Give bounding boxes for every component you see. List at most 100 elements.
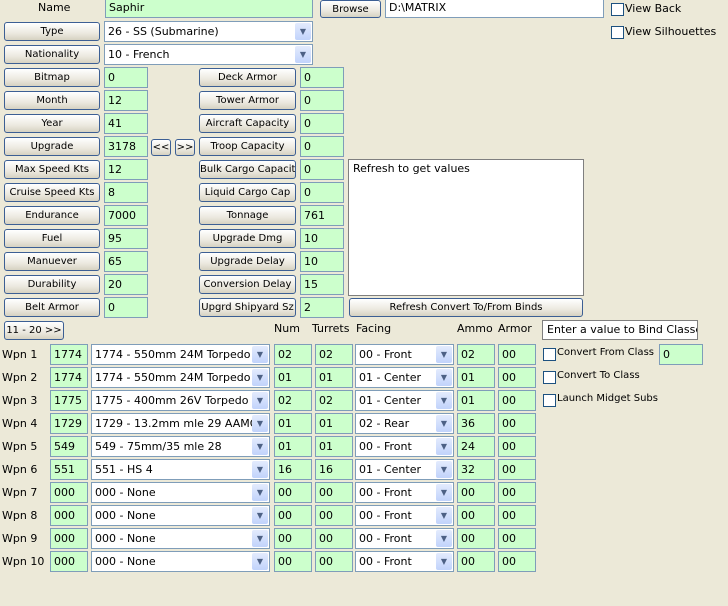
chevron-down-icon[interactable]: ▼ [252, 507, 268, 524]
weapon-code-field[interactable]: 1774 [50, 344, 88, 365]
chevron-down-icon[interactable]: ▼ [436, 392, 452, 409]
stat-field[interactable]: 15 [300, 274, 344, 295]
chevron-down-icon[interactable]: ▼ [252, 392, 268, 409]
convert-from-field[interactable]: 0 [659, 344, 703, 365]
view-back-checkbox[interactable] [611, 3, 624, 16]
weapon-armor-field[interactable]: 00 [498, 367, 536, 388]
weapon-select[interactable]: 000 - None▼ [91, 551, 270, 572]
stat-field[interactable]: 3178 [104, 136, 148, 157]
weapon-select[interactable]: 1729 - 13.2mm mle 29 AAMG▼ [91, 413, 270, 434]
weapon-turrets-field[interactable]: 01 [315, 367, 353, 388]
chevron-down-icon[interactable]: ▼ [252, 553, 268, 570]
weapon-select[interactable]: 549 - 75mm/35 mle 28▼ [91, 436, 270, 457]
weapon-select[interactable]: 000 - None▼ [91, 505, 270, 526]
weapon-select[interactable]: 1775 - 400mm 26V Torpedo▼ [91, 390, 270, 411]
chevron-down-icon[interactable]: ▼ [436, 438, 452, 455]
chevron-down-icon[interactable]: ▼ [436, 346, 452, 363]
weapon-armor-field[interactable]: 00 [498, 528, 536, 549]
stat-field[interactable]: 0 [104, 297, 148, 318]
stat-field[interactable]: 0 [104, 67, 148, 88]
weapon-ammo-field[interactable]: 32 [457, 459, 495, 480]
stat-button[interactable]: Liquid Cargo Cap [199, 183, 296, 202]
facing-select[interactable]: 00 - Front▼ [355, 551, 454, 572]
upgrade-prev-button[interactable]: << [151, 139, 171, 156]
stat-button[interactable]: Bulk Cargo Capacity [199, 160, 296, 179]
weapon-ammo-field[interactable]: 00 [457, 551, 495, 572]
view-silhouettes-checkbox[interactable] [611, 26, 624, 39]
weapon-select[interactable]: 1774 - 550mm 24M Torpedo▼ [91, 344, 270, 365]
weapon-ammo-field[interactable]: 00 [457, 505, 495, 526]
chevron-down-icon[interactable]: ▼ [436, 530, 452, 547]
facing-select[interactable]: 00 - Front▼ [355, 482, 454, 503]
stat-field[interactable]: 7000 [104, 205, 148, 226]
weapon-code-field[interactable]: 1775 [50, 390, 88, 411]
nationality-button[interactable]: Nationality [4, 45, 100, 64]
weapon-code-field[interactable]: 000 [50, 551, 88, 572]
weapon-select[interactable]: 551 - HS 4▼ [91, 459, 270, 480]
chevron-down-icon[interactable]: ▼ [252, 484, 268, 501]
weapon-select[interactable]: 1774 - 550mm 24M Torpedo▼ [91, 367, 270, 388]
stat-button[interactable]: Troop Capacity [199, 137, 296, 156]
weapon-armor-field[interactable]: 00 [498, 344, 536, 365]
stat-field[interactable]: 0 [300, 159, 344, 180]
weapon-armor-field[interactable]: 00 [498, 551, 536, 572]
stat-field[interactable]: 0 [300, 113, 344, 134]
stat-button[interactable]: Aircraft Capacity [199, 114, 296, 133]
weapon-code-field[interactable]: 549 [50, 436, 88, 457]
chevron-down-icon[interactable]: ▼ [436, 484, 452, 501]
facing-select[interactable]: 00 - Front▼ [355, 528, 454, 549]
stat-field[interactable]: 8 [104, 182, 148, 203]
facing-select[interactable]: 00 - Front▼ [355, 505, 454, 526]
weapon-num-field[interactable]: 00 [274, 528, 312, 549]
facing-select[interactable]: 02 - Rear▼ [355, 413, 454, 434]
weapon-num-field[interactable]: 01 [274, 413, 312, 434]
weapon-code-field[interactable]: 1774 [50, 367, 88, 388]
stat-field[interactable]: 95 [104, 228, 148, 249]
stat-field[interactable]: 65 [104, 251, 148, 272]
weapon-turrets-field[interactable]: 02 [315, 344, 353, 365]
chevron-down-icon[interactable]: ▼ [295, 23, 311, 40]
stat-button[interactable]: Upgrd Shipyard Sz [199, 298, 296, 317]
chevron-down-icon[interactable]: ▼ [436, 553, 452, 570]
weapon-code-field[interactable]: 000 [50, 482, 88, 503]
stat-field[interactable]: 10 [300, 228, 344, 249]
chevron-down-icon[interactable]: ▼ [436, 415, 452, 432]
stat-button[interactable]: Tower Armor [199, 91, 296, 110]
weapon-ammo-field[interactable]: 24 [457, 436, 495, 457]
stat-button[interactable]: Upgrade Dmg [199, 229, 296, 248]
facing-select[interactable]: 00 - Front▼ [355, 436, 454, 457]
weapon-code-field[interactable]: 000 [50, 505, 88, 526]
chevron-down-icon[interactable]: ▼ [436, 369, 452, 386]
weapon-code-field[interactable]: 551 [50, 459, 88, 480]
weapon-armor-field[interactable]: 00 [498, 413, 536, 434]
weapon-turrets-field[interactable]: 16 [315, 459, 353, 480]
weapon-ammo-field[interactable]: 00 [457, 528, 495, 549]
chevron-down-icon[interactable]: ▼ [252, 369, 268, 386]
stat-field[interactable]: 12 [104, 159, 148, 180]
chevron-down-icon[interactable]: ▼ [252, 346, 268, 363]
chevron-down-icon[interactable]: ▼ [295, 46, 311, 63]
stat-field[interactable]: 0 [300, 182, 344, 203]
stat-field[interactable]: 2 [300, 297, 344, 318]
facing-select[interactable]: 01 - Center▼ [355, 459, 454, 480]
name-field[interactable]: Saphir [105, 0, 313, 18]
chevron-down-icon[interactable]: ▼ [252, 530, 268, 547]
weapon-armor-field[interactable]: 00 [498, 459, 536, 480]
stat-field[interactable]: 761 [300, 205, 344, 226]
nationality-select[interactable]: 10 - French ▼ [104, 44, 313, 65]
weapon-num-field[interactable]: 00 [274, 551, 312, 572]
weapon-turrets-field[interactable]: 00 [315, 505, 353, 526]
weapon-select[interactable]: 000 - None▼ [91, 482, 270, 503]
weapon-num-field[interactable]: 02 [274, 344, 312, 365]
chevron-down-icon[interactable]: ▼ [252, 461, 268, 478]
stat-field[interactable]: 12 [104, 90, 148, 111]
stat-field[interactable]: 10 [300, 251, 344, 272]
weapon-num-field[interactable]: 16 [274, 459, 312, 480]
launch-midget-checkbox[interactable] [543, 394, 556, 407]
chevron-down-icon[interactable]: ▼ [252, 415, 268, 432]
chevron-down-icon[interactable]: ▼ [436, 461, 452, 478]
upgrade-next-button[interactable]: >> [175, 139, 195, 156]
weapon-turrets-field[interactable]: 01 [315, 436, 353, 457]
type-select[interactable]: 26 - SS (Submarine) ▼ [104, 21, 313, 42]
weapon-select[interactable]: 000 - None▼ [91, 528, 270, 549]
